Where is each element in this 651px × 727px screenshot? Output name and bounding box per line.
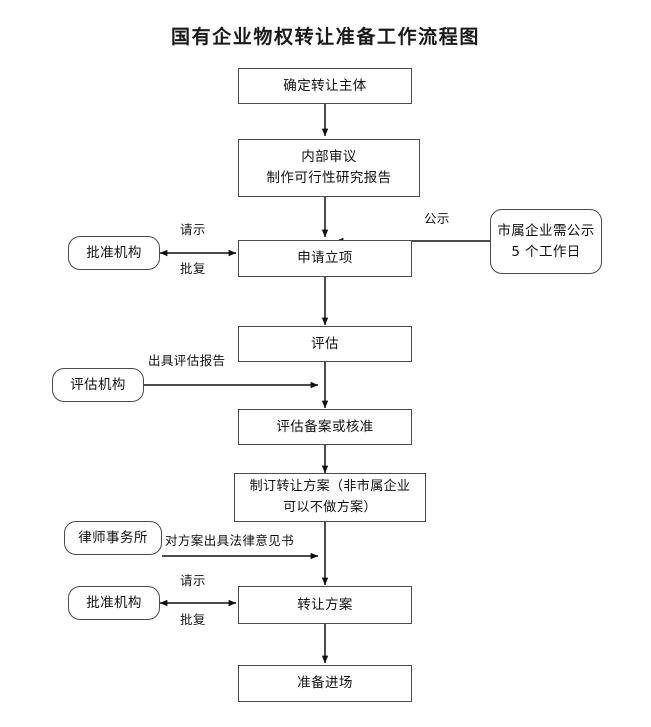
node-label: 评估 — [311, 335, 339, 352]
page-title: 国有企业物权转让准备工作流程图 — [170, 26, 480, 48]
edge-label-reply-bottom: 批复 — [180, 612, 206, 627]
edge-label-public-notice: 公示 — [424, 211, 450, 226]
node-label: 律师事务所 — [78, 529, 148, 546]
node-label-line1: 市属企业需公示 — [497, 222, 595, 239]
edge-label-evaluation-report: 出具评估报告 — [148, 353, 226, 368]
node-label: 批准机构 — [86, 244, 142, 261]
node-label-line1: 制订转让方案（非市属企业 — [249, 479, 411, 495]
node-label: 准备进场 — [297, 675, 353, 692]
node-label: 申请立项 — [297, 250, 353, 267]
node-label: 评估机构 — [70, 376, 126, 393]
node-evaluation-org[interactable]: 评估机构 — [52, 368, 144, 402]
node-approval-org-bottom[interactable]: 批准机构 — [68, 586, 160, 620]
node-determine-subject[interactable]: 确定转让主体 — [238, 68, 412, 104]
node-law-firm[interactable]: 律师事务所 — [64, 521, 162, 555]
node-apply-project[interactable]: 申请立项 — [238, 240, 412, 277]
node-label: 确定转让主体 — [283, 77, 367, 94]
edge-label-request-bottom: 请示 — [180, 573, 206, 588]
node-label-line2: 可以不做方案） — [283, 499, 377, 515]
node-approval-org-top[interactable]: 批准机构 — [68, 236, 160, 270]
node-label: 评估备案或核准 — [276, 418, 374, 435]
node-label-line1: 内部审议 — [301, 149, 357, 166]
node-label-line2: 5 个工作日 — [511, 243, 581, 260]
edge-label-request-top: 请示 — [180, 222, 206, 237]
edge-label-legal-opinion: 对方案出具法律意见书 — [165, 533, 295, 548]
node-enter-market[interactable]: 准备进场 — [238, 665, 412, 702]
node-evaluation[interactable]: 评估 — [238, 326, 412, 362]
node-label: 批准机构 — [86, 594, 142, 611]
node-internal-review[interactable]: 内部审议 制作可行性研究报告 — [238, 139, 420, 197]
edge-label-reply-top: 批复 — [180, 261, 206, 276]
node-label-line2: 制作可行性研究报告 — [266, 170, 392, 186]
node-evaluation-record[interactable]: 评估备案或核准 — [238, 409, 412, 445]
node-make-plan[interactable]: 制订转让方案（非市属企业 可以不做方案） — [234, 473, 426, 522]
node-public-notice[interactable]: 市属企业需公示 5 个工作日 — [490, 209, 602, 274]
node-label: 转让方案 — [297, 596, 353, 613]
node-transfer-plan[interactable]: 转让方案 — [238, 586, 412, 624]
